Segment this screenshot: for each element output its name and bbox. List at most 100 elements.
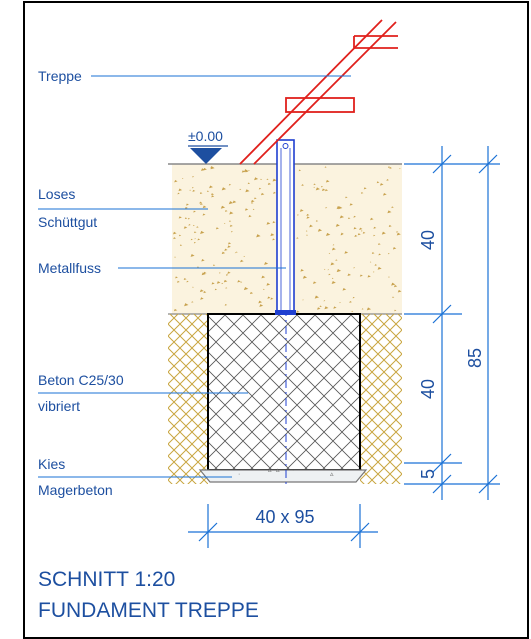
soil-speckle <box>183 277 187 281</box>
soil-speckle <box>258 300 263 304</box>
soil-speckle <box>391 282 396 286</box>
label-loose-fill-1: Loses <box>38 186 75 202</box>
soil-speckle <box>183 226 188 229</box>
label-loose-fill-2: Schüttgut <box>38 214 97 230</box>
soil-speckle <box>248 214 252 218</box>
soil-speckle <box>200 230 205 234</box>
metal-post-bolt <box>282 143 289 149</box>
soil-speckle <box>201 168 205 171</box>
level-label: ±0.00 <box>188 128 223 144</box>
soil-speckle <box>186 280 189 283</box>
soil-speckle <box>267 182 271 186</box>
soil-speckle <box>240 281 243 283</box>
soil-speckle <box>203 291 207 294</box>
svg-text:·: · <box>238 471 240 478</box>
soil-speckle <box>197 266 200 268</box>
soil-speckle <box>298 169 302 172</box>
svg-text:▵: ▵ <box>330 471 334 478</box>
soil-speckle <box>190 254 195 257</box>
soil-speckle <box>229 224 233 227</box>
soil-speckle <box>212 264 216 267</box>
soil-speckle <box>193 231 197 234</box>
soil-speckle <box>232 200 237 204</box>
soil-speckle <box>177 192 180 195</box>
soil-speckle <box>324 306 329 310</box>
soil-speckle <box>340 233 343 236</box>
soil-speckle <box>301 184 305 186</box>
label-stairs: Treppe <box>38 68 82 84</box>
label-gravel-2: Magerbeton <box>38 482 113 498</box>
soil-speckle <box>379 183 384 186</box>
blinding-marks: · ▵ ▵ · ▵ <box>238 467 334 478</box>
soil-speckle <box>200 203 203 206</box>
soil-speckle <box>228 201 234 205</box>
soil-speckle <box>382 192 387 196</box>
soil-speckle <box>184 217 188 220</box>
drawing-title-line1: SCHNITT 1:20 <box>38 568 175 591</box>
soil-speckle <box>264 261 269 265</box>
soil-speckle <box>349 301 352 303</box>
soil-speckle <box>392 296 395 298</box>
soil-speckle <box>175 276 178 279</box>
soil-speckle <box>377 266 382 270</box>
soil-speckle <box>296 310 300 313</box>
soil-speckle <box>247 182 251 185</box>
gravel-right <box>360 314 402 484</box>
soil-speckle <box>371 252 375 254</box>
soil-speckle <box>221 251 226 255</box>
soil-speckle <box>216 281 221 284</box>
soil-speckle <box>324 166 327 168</box>
soil-speckle <box>220 205 226 209</box>
soil-speckle <box>389 167 392 169</box>
soil-speckle <box>377 243 381 246</box>
soil-speckle <box>263 288 265 290</box>
soil-speckle <box>209 185 213 189</box>
soil-speckle <box>229 220 232 222</box>
stair-structure <box>239 19 398 165</box>
soil-speckle <box>174 256 177 258</box>
soil-speckle <box>361 308 364 310</box>
soil-speckle <box>347 217 351 220</box>
soil-speckle <box>302 275 308 279</box>
soil-speckle <box>272 238 276 241</box>
soil-speckle <box>227 242 232 245</box>
soil-speckle <box>252 208 255 211</box>
soil-speckle <box>357 233 361 236</box>
soil-speckle <box>178 234 182 237</box>
soil-speckle <box>243 169 249 173</box>
soil-speckle <box>210 166 215 170</box>
soil-speckle <box>223 279 228 283</box>
dim-footing-size: 40 x 95 <box>255 507 314 527</box>
soil-speckle <box>344 251 349 254</box>
soil-speckle <box>197 238 201 241</box>
soil-speckle <box>225 287 228 289</box>
soil-speckle <box>184 303 189 307</box>
soil-speckle <box>259 304 264 307</box>
soil-speckle <box>250 199 255 203</box>
soil-speckle <box>331 277 334 279</box>
soil-speckle <box>376 181 380 184</box>
soil-speckle <box>397 289 402 293</box>
soil-speckle <box>189 189 192 191</box>
soil-speckle <box>273 191 276 194</box>
soil-speckle <box>177 280 180 283</box>
soil-speckle <box>324 189 329 192</box>
soil-speckle <box>235 251 238 253</box>
soil-speckle <box>327 269 330 271</box>
soil-speckle <box>353 215 356 218</box>
soil-speckle <box>369 261 372 263</box>
soil-speckle <box>351 310 354 312</box>
soil-speckle <box>256 234 261 238</box>
soil-speckle <box>332 244 335 246</box>
soil-speckle <box>391 206 394 209</box>
soil-speckle <box>374 264 378 266</box>
soil-speckle <box>313 183 316 186</box>
soil-speckle <box>227 271 231 274</box>
soil-speckle <box>266 221 271 225</box>
soil-speckle <box>300 269 304 272</box>
soil-speckle <box>335 223 340 227</box>
soil-speckle <box>347 273 351 277</box>
soil-speckle <box>243 286 249 291</box>
concrete-footing-hatch <box>207 313 361 471</box>
drawing-frame <box>23 1 529 639</box>
